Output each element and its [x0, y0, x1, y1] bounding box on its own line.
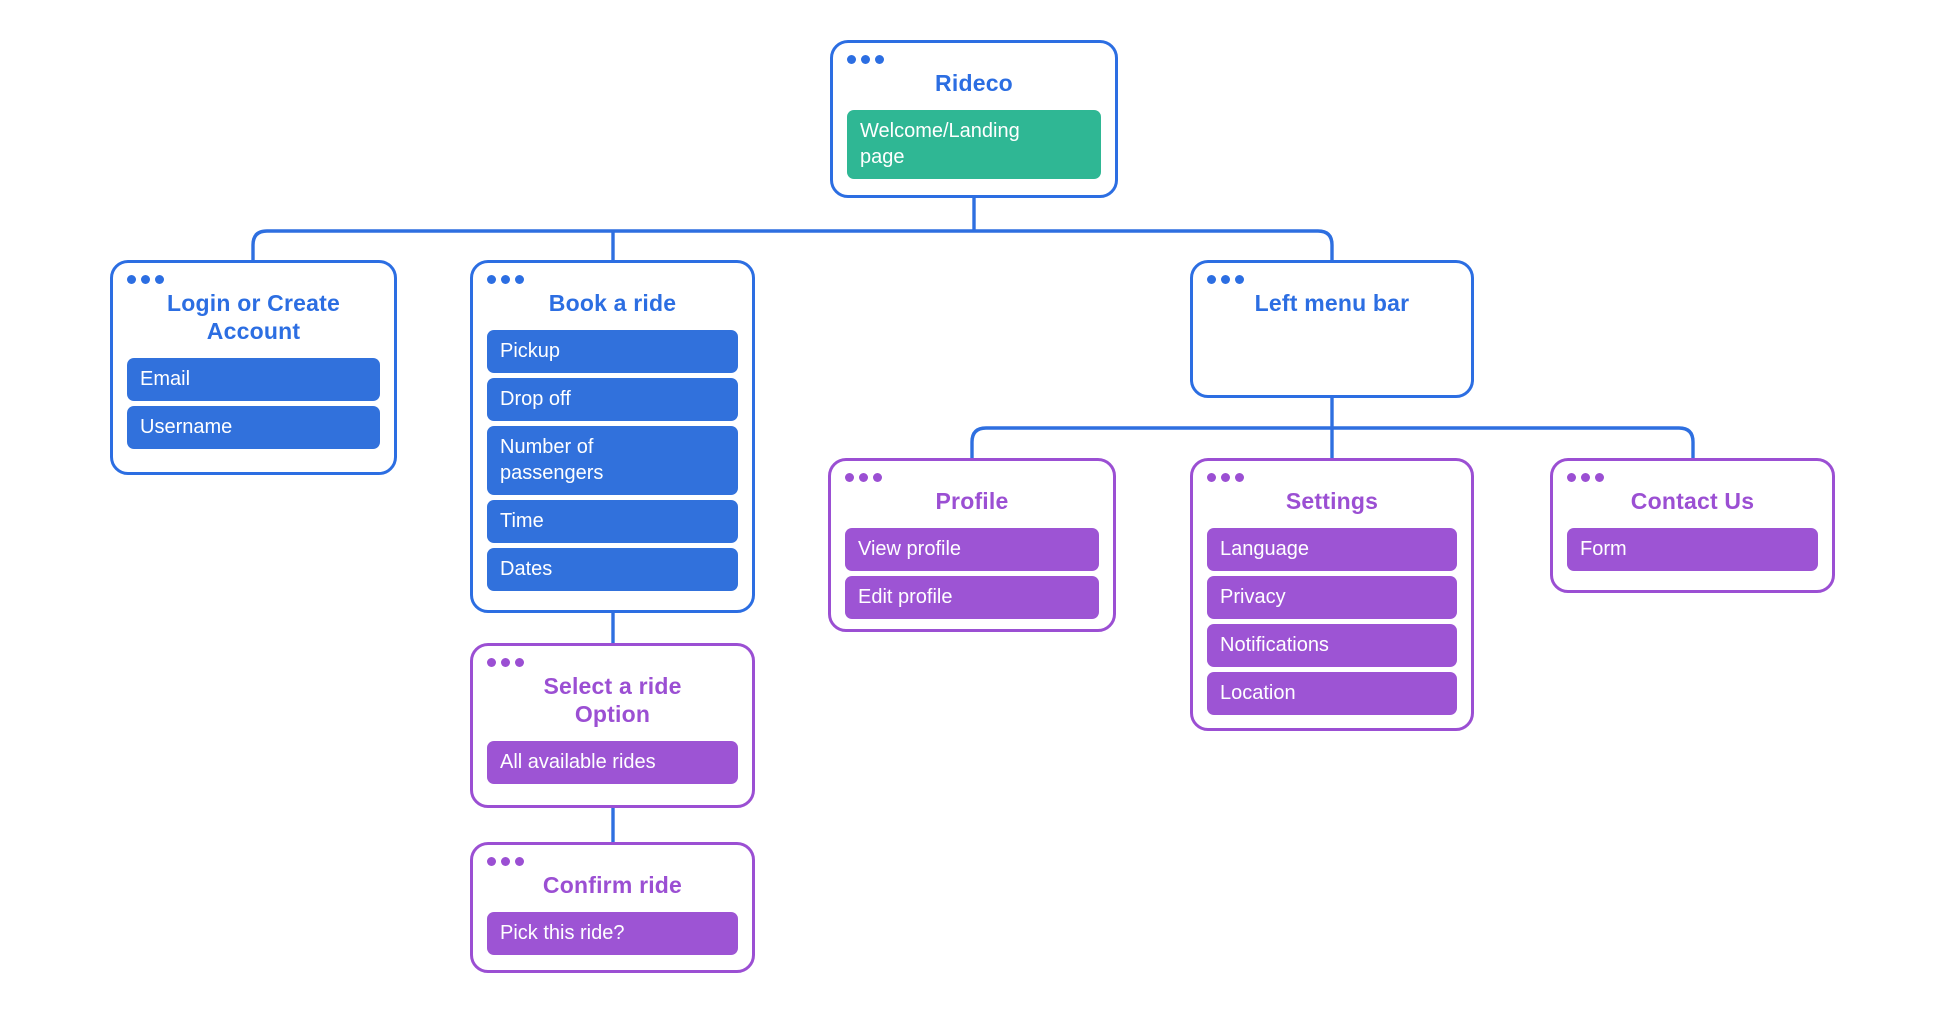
dot-icon: [141, 274, 150, 284]
settings-item: Language: [1207, 528, 1457, 572]
dot-icon: [873, 472, 882, 482]
window-dots-icon: [1567, 472, 1818, 482]
dot-icon: [155, 274, 164, 284]
dot-icon: [487, 274, 496, 284]
dot-icon: [1235, 472, 1244, 482]
window-dots-icon: [845, 472, 1099, 482]
dot-icon: [501, 274, 510, 284]
rideco-item: Welcome/Landing page: [847, 110, 1101, 180]
settings-item: Privacy: [1207, 576, 1457, 620]
dot-icon: [501, 856, 510, 866]
dot-icon: [1595, 472, 1604, 482]
login-title: Login or Create Account: [167, 290, 340, 345]
dot-icon: [845, 472, 854, 482]
book-a-ride-item: Time: [487, 500, 738, 544]
left-menu-bar-title: Left menu bar: [1254, 290, 1410, 316]
contact-us-item: Form: [1567, 528, 1818, 572]
select-a-ride-option-items: All available rides: [487, 741, 738, 785]
dot-icon: [1207, 472, 1216, 482]
dot-icon: [501, 657, 510, 667]
dot-icon: [515, 657, 524, 667]
login-item: Email: [127, 358, 380, 402]
dot-icon: [847, 54, 856, 64]
dot-icon: [1207, 274, 1216, 284]
dot-icon: [861, 54, 870, 64]
dot-icon: [1221, 472, 1230, 482]
dot-icon: [515, 274, 524, 284]
select-a-ride-option-title: Select a ride Option: [543, 673, 682, 728]
window-dots-icon: [1207, 274, 1457, 284]
book-a-ride-item: Dates: [487, 548, 738, 592]
edge-leftmenu-children-bus: [970, 426, 1695, 458]
dot-icon: [1581, 472, 1590, 482]
dot-icon: [515, 856, 524, 866]
dot-icon: [859, 472, 868, 482]
book-a-ride-item: Pickup: [487, 330, 738, 374]
login-item: Username: [127, 406, 380, 450]
rideco-items: Welcome/Landing page: [847, 110, 1101, 180]
settings-item: Location: [1207, 672, 1457, 716]
profile-title: Profile: [935, 488, 1009, 514]
select-a-ride-option-item: All available rides: [487, 741, 738, 785]
dot-icon: [487, 856, 496, 866]
dot-icon: [1221, 274, 1230, 284]
book-a-ride-item: Drop off: [487, 378, 738, 422]
settings-item: Notifications: [1207, 624, 1457, 668]
node-left-menu-bar: Left menu bar: [1190, 260, 1474, 398]
dot-icon: [127, 274, 136, 284]
rideco-title: Rideco: [935, 70, 1013, 96]
confirm-ride-items: Pick this ride?: [487, 912, 738, 956]
edge-rideco-children-bus: [251, 229, 1334, 260]
contact-us-title: Contact Us: [1630, 488, 1755, 514]
contact-us-items: Form: [1567, 528, 1818, 572]
book-a-ride-item: Number of passengers: [487, 426, 738, 496]
confirm-ride-title: Confirm ride: [542, 872, 683, 898]
dot-icon: [487, 657, 496, 667]
settings-title: Settings: [1285, 488, 1379, 514]
dot-icon: [1235, 274, 1244, 284]
confirm-ride-item: Pick this ride?: [487, 912, 738, 956]
window-dots-icon: [487, 856, 738, 866]
window-dots-icon: [127, 274, 380, 284]
book-a-ride-title: Book a ride: [548, 290, 677, 316]
profile-item: Edit profile: [845, 576, 1099, 620]
window-dots-icon: [1207, 472, 1457, 482]
window-dots-icon: [847, 54, 1101, 64]
dot-icon: [1567, 472, 1576, 482]
dot-icon: [875, 54, 884, 64]
node-contact-us: Contact Us Form: [1550, 458, 1835, 593]
window-dots-icon: [487, 657, 738, 667]
window-dots-icon: [487, 274, 738, 284]
profile-item: View profile: [845, 528, 1099, 572]
